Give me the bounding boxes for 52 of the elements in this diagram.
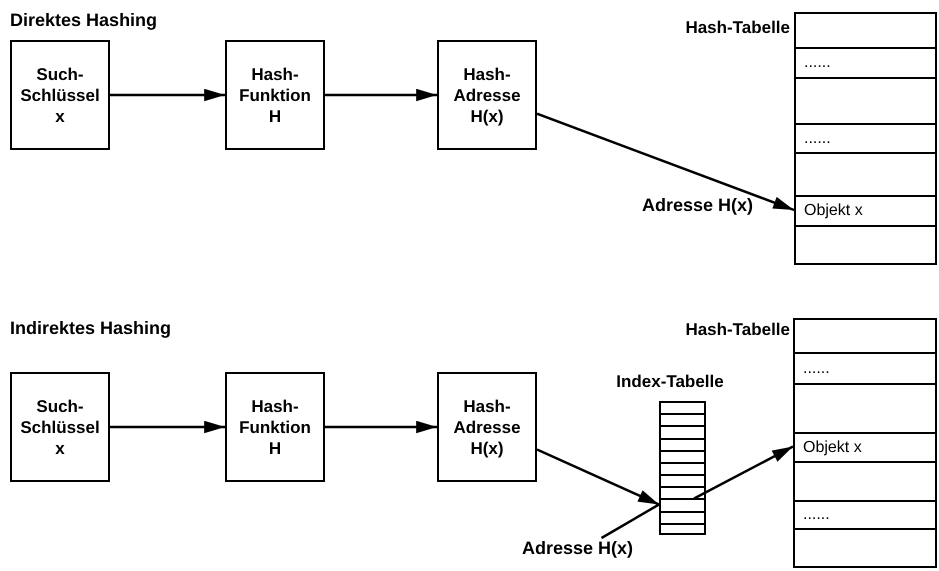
table-row [793,352,937,383]
table-row [793,318,937,352]
process-box: Such- Schlüssel x [10,40,110,150]
arrow [536,448,660,506]
arrow [110,88,225,102]
table-row [659,474,706,486]
process-box: Hash- Adresse H(x) [437,40,537,150]
table-row [793,383,937,432]
arrow [536,112,794,212]
table-row [794,47,937,77]
address-label: Adresse H(x) [642,195,754,216]
table-row [794,152,937,195]
table-row [659,486,706,498]
table-row [793,528,937,568]
table-row [659,450,706,462]
table-row [794,225,937,265]
cell-text: ...... [804,130,831,148]
table-row [659,425,706,438]
table-heading: Index-Tabelle [615,372,725,392]
cell-text: ...... [803,506,830,524]
table-row [794,123,937,152]
table-row [793,500,937,528]
process-box: Hash- Adresse H(x) [437,372,537,482]
table-row [659,413,706,426]
process-box: Hash- Funktion H [225,372,325,482]
cell-text: Objekt x [804,202,863,220]
table-row [659,401,706,414]
leader-line [600,503,660,540]
section-title: Indirektes Hashing [10,318,172,339]
process-box: Such- Schlüssel x [10,372,110,482]
table-row [794,77,937,123]
table-heading: Hash-Tabelle [684,18,790,38]
arrow [110,420,225,434]
process-box: Hash- Funktion H [225,40,325,150]
cell-text: ...... [804,54,831,72]
table-row [793,432,937,461]
section-title: Direktes Hashing [10,10,158,31]
table-row [659,510,706,523]
cell-text: ...... [803,360,830,378]
cell-text: Objekt x [803,438,862,456]
table-heading: Hash-Tabelle [684,320,790,340]
table-row [794,12,937,47]
table-row [793,461,937,500]
table-row [659,522,706,535]
arrow [325,420,437,434]
table-row [659,438,706,450]
table-row [794,195,937,225]
arrow [325,88,437,102]
table-row [659,462,706,474]
arrow [694,445,794,500]
address-label: Adresse H(x) [500,538,655,566]
table-row [659,498,706,511]
